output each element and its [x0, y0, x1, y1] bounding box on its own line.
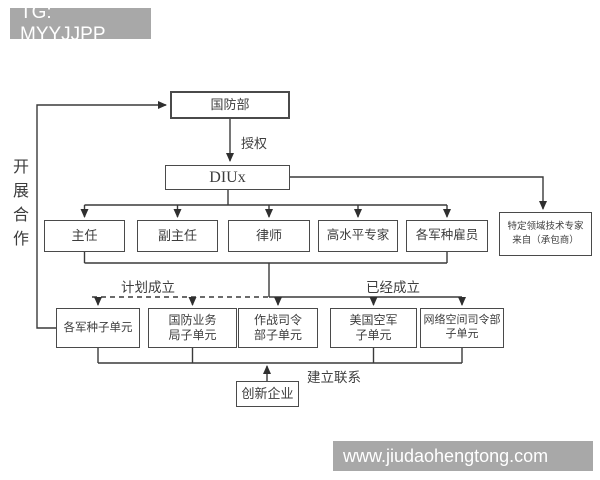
node-label-line2: 部子单元	[253, 328, 302, 342]
node-label: 国防部	[210, 96, 250, 112]
node-label-line1: 各军种子单元	[63, 321, 133, 334]
node-subunit-defense-business: 国防业务 局子单元	[148, 308, 237, 348]
node-deputy-director: 副主任	[137, 220, 218, 252]
watermark-text: TG: MYYJJPP	[20, 1, 106, 45]
node-label-line1: 网络空间司令部	[423, 314, 501, 327]
edge-label-established: 已经成立	[366, 280, 420, 295]
watermark-text: www.jiudaohengtong.com	[343, 445, 549, 466]
node-subunit-services: 各军种子单元	[56, 308, 140, 348]
edge-label-cooperate: 开展合作	[10, 158, 27, 254]
node-label-line1: 美国空军	[349, 313, 398, 327]
edge-label-connect: 建立联系	[307, 370, 361, 385]
node-label: 主任	[71, 227, 98, 243]
node-diux: DIUx	[165, 165, 290, 190]
node-label-line2: 子单元	[445, 328, 479, 340]
node-label: 各军种雇员	[415, 228, 479, 243]
node-label-line1: 国防业务	[168, 313, 217, 327]
node-ministry-of-defense: 国防部	[170, 91, 290, 119]
node-label-line1: 作战司令	[253, 313, 302, 327]
edge-contractor	[290, 176, 547, 210]
edge-cooperate	[36, 101, 167, 329]
edge-label-authorize: 授权	[241, 136, 268, 151]
node-subunit-us-air-force: 美国空军 子单元	[330, 308, 417, 348]
node-label-line2: 来自（承包商）	[512, 236, 579, 246]
node-experts: 高水平专家	[318, 220, 398, 252]
edge-label-planned: 计划成立	[121, 280, 175, 295]
node-label: 副主任	[157, 227, 197, 243]
node-innovative-enterprises: 创新企业	[236, 381, 299, 407]
node-label: 创新企业	[241, 385, 294, 401]
node-label-line2: 局子单元	[168, 328, 217, 342]
watermark-website: www.jiudaohengtong.com	[333, 441, 593, 471]
watermark-telegram: TG: MYYJJPP	[10, 2, 151, 45]
node-label: DIUx	[209, 168, 246, 186]
node-subunit-combat-command: 作战司令 部子单元	[238, 308, 318, 348]
node-lawyer: 律师	[228, 220, 310, 252]
node-label-line1: 特定领域技术专家	[507, 221, 584, 232]
node-label: 律师	[255, 227, 282, 243]
node-contractor-experts: 特定领域技术专家 来自（承包商）	[499, 212, 592, 256]
node-label-line2: 子单元	[355, 328, 392, 342]
node-label: 高水平专家	[326, 228, 390, 243]
node-director: 主任	[44, 220, 125, 252]
node-service-employees: 各军种雇员	[406, 220, 488, 252]
node-subunit-cyber-command: 网络空间司令部 子单元	[420, 308, 504, 348]
